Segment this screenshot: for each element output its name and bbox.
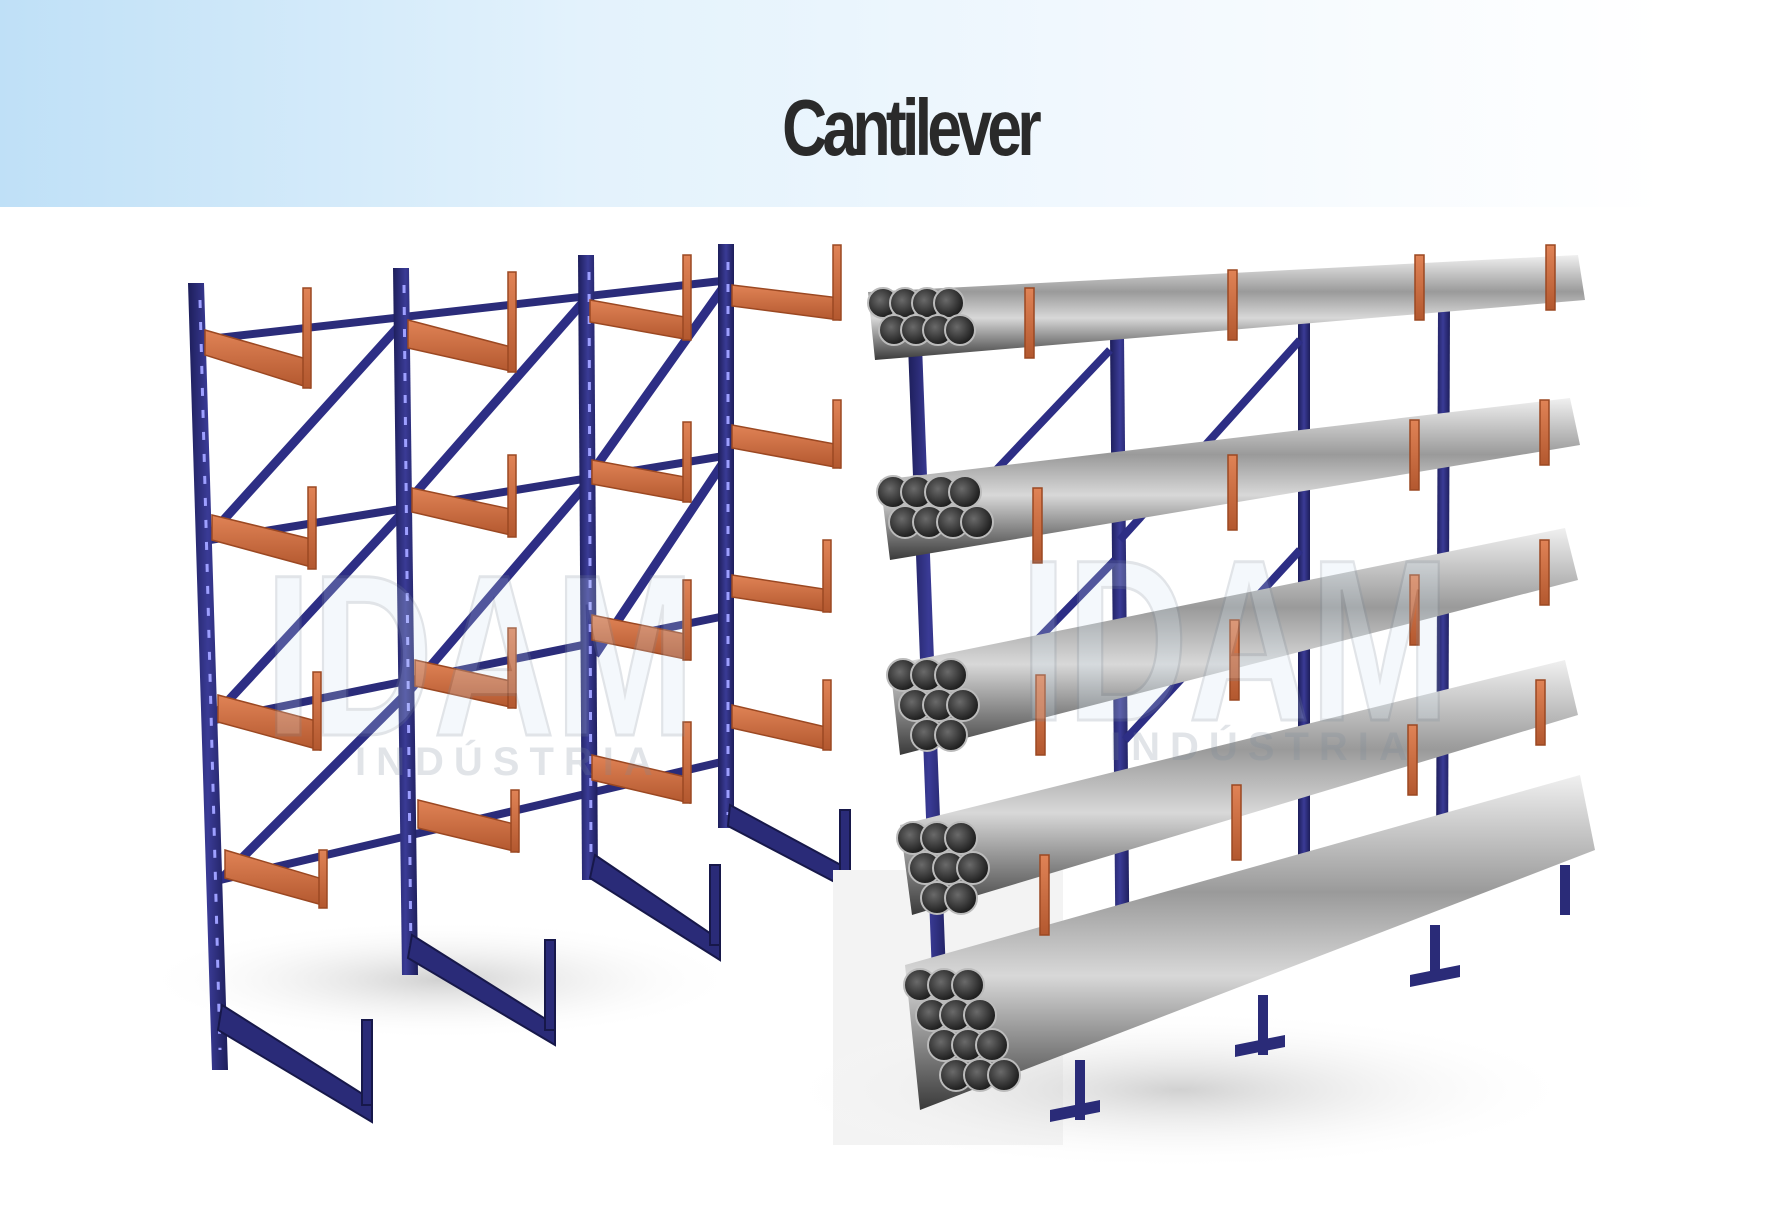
upright-perforations: [198, 262, 730, 1051]
cantilever-arms: [1024, 244, 1556, 936]
loaded-cantilever-rack: [780, 244, 1595, 1170]
diagonal-braces: [206, 282, 729, 884]
uprights: [188, 244, 734, 1070]
slide-title: Cantilever: [782, 83, 1042, 172]
header-band: [0, 0, 1665, 207]
bases: [216, 803, 851, 1124]
watermark-subtitle: INDÚSTRIA: [1110, 723, 1418, 769]
empty-cantilever-rack: [140, 244, 851, 1124]
bases: [1050, 865, 1570, 1122]
floor-shadow: [140, 920, 740, 1040]
cantilever-arms: [204, 244, 842, 909]
watermark-subtitle: INDÚSTRIA: [355, 738, 663, 784]
watermark-brand: IDAM: [265, 527, 695, 784]
watermark-brand: IDAM: [1020, 512, 1450, 769]
watermark-right: IDAM INDÚSTRIA: [1019, 511, 1452, 771]
floor-shadow: [780, 1010, 1580, 1170]
watermark-left: IDAM INDÚSTRIA: [264, 526, 697, 786]
pipe-layer-1: [867, 255, 1585, 360]
pipe-layer-5: [903, 775, 1595, 1110]
